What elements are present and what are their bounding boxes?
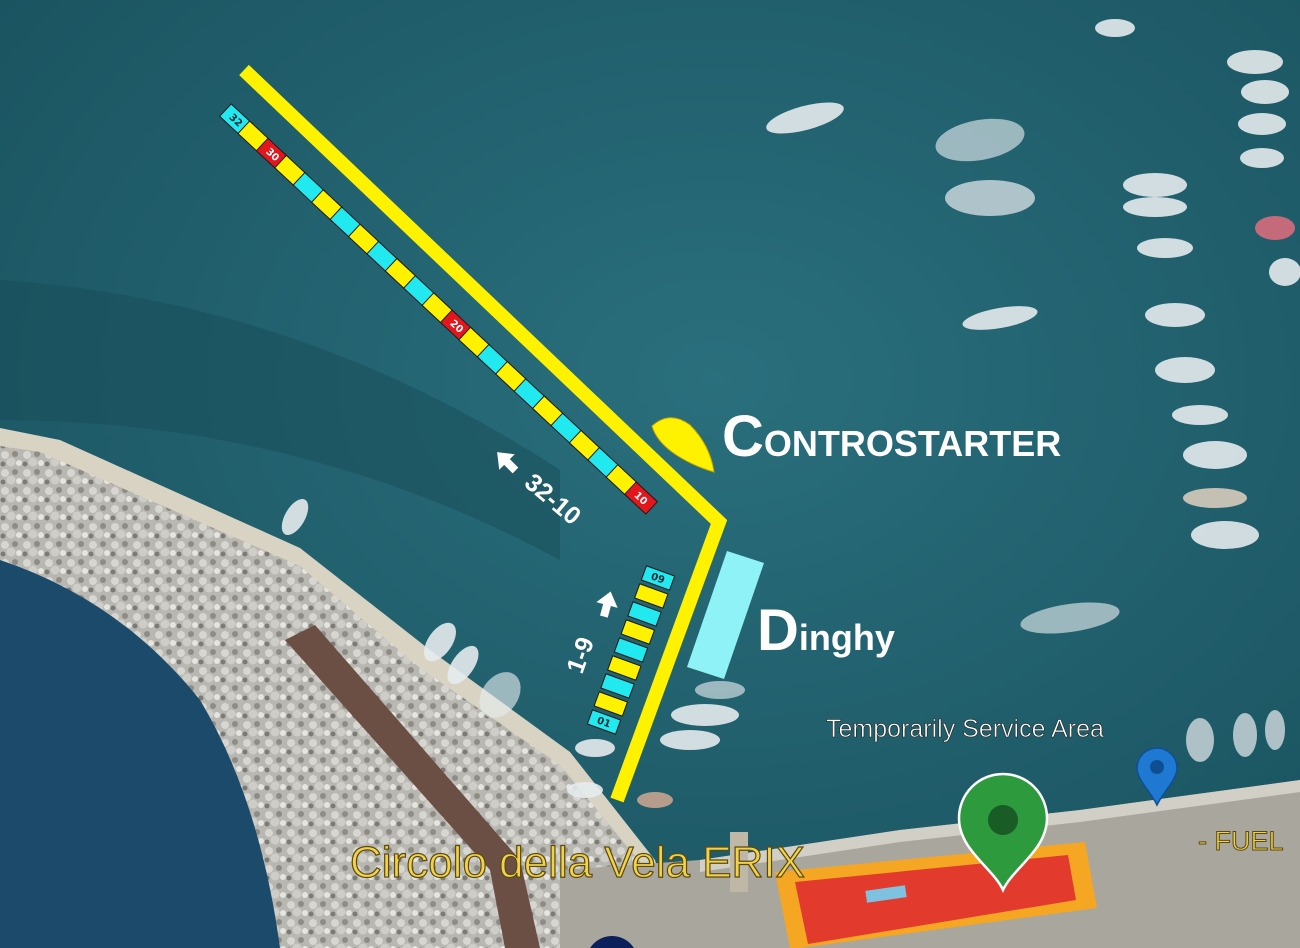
arrow-up-icon <box>596 591 618 618</box>
lower-slot <box>600 673 635 699</box>
service-area-label: Temporarily Service Area <box>826 715 1104 743</box>
lower-slot <box>606 655 642 681</box>
lower-slot-box <box>633 583 669 609</box>
lower-slot: 01 <box>586 709 622 735</box>
sea-outside <box>0 560 280 948</box>
lower-slot <box>627 601 662 627</box>
boat-icon <box>651 417 715 473</box>
club-label: Circolo della Vela ERIX <box>350 838 805 887</box>
arrow-up-left-icon <box>497 452 519 474</box>
breakwater-walkway <box>285 625 540 948</box>
green-map-pin-icon[interactable] <box>957 772 1049 894</box>
controstarter-initial: C <box>722 404 764 469</box>
fuel-label: - FUEL <box>1198 826 1284 856</box>
lower-slot-box <box>640 565 676 591</box>
lower-slot <box>593 691 629 717</box>
dinghy-area <box>687 551 764 679</box>
map-marker-partial <box>590 936 634 948</box>
lower-slot-box <box>613 637 649 663</box>
lower-slot-box <box>627 601 662 627</box>
blue-map-pin-icon[interactable] <box>1136 747 1178 807</box>
jetty <box>730 832 748 892</box>
lower-slot-number: 01 <box>595 715 612 730</box>
controstarter-rest: ONTROSTARTER <box>764 423 1061 464</box>
lower-slot-box <box>586 709 622 735</box>
lower-slot-box <box>600 673 635 699</box>
lower-slot-number: 09 <box>649 571 666 586</box>
lower-slot <box>613 637 649 663</box>
controstarter-label: CONTROSTARTER <box>722 404 1061 469</box>
lower-slot-box <box>620 619 656 645</box>
moored-boats <box>281 19 1300 808</box>
lower-slot-row: 09 01 <box>586 565 676 735</box>
main-pier <box>239 64 728 803</box>
water-shade <box>0 280 560 560</box>
upper-slot-box <box>623 481 659 515</box>
dinghy-label: Dinghy <box>757 598 895 663</box>
lower-slot-box <box>606 655 642 681</box>
club-boat <box>865 885 907 903</box>
dinghy-rest: inghy <box>799 617 895 658</box>
lower-slot <box>620 619 656 645</box>
upper-slot: 10 <box>623 481 659 515</box>
lower-slot-box <box>593 691 629 717</box>
lower-slot <box>633 583 669 609</box>
dinghy-initial: D <box>757 598 799 663</box>
lower-slot: 09 <box>640 565 676 591</box>
